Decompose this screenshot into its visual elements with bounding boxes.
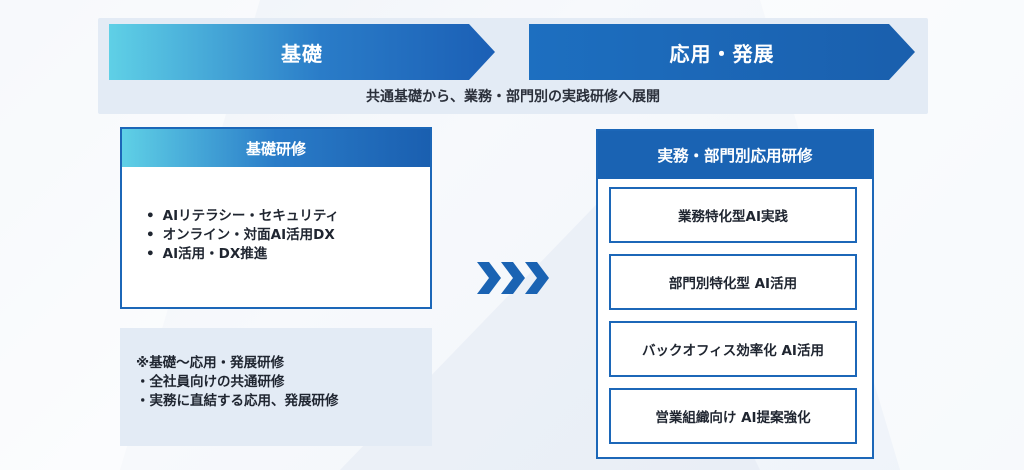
practical-item: 営業組織向け AI提案強化 [609, 388, 857, 444]
basic-training-list: AIリテラシー・セキュリティ オンライン・対面AI活用DX AI活用・DX推進 [122, 167, 430, 264]
practical-training-panel: 実務・部門別応用研修 業務特化型AI実践 部門別特化型 AI活用 バックオフィス… [596, 129, 874, 459]
note-line: ※基礎～応用・発展研修 [136, 355, 285, 371]
practical-training-title: 実務・部門別応用研修 [598, 131, 872, 179]
practical-item: 業務特化型AI実践 [609, 187, 857, 243]
basic-training-title: 基礎研修 [122, 129, 430, 167]
chevron-right-icon [477, 262, 549, 294]
basic-phase-label: 基礎 [281, 41, 323, 66]
practical-item: バックオフィス効率化 AI活用 [609, 321, 857, 377]
advanced-phase-label: 応用・発展 [669, 41, 775, 66]
practical-item: 部門別特化型 AI活用 [609, 254, 857, 310]
list-item: オンライン・対面AI活用DX [146, 226, 430, 245]
list-item: AIリテラシー・セキュリティ [146, 207, 430, 226]
basic-phase-arrow: 基礎 [109, 24, 495, 80]
note-line: ・実務に直結する応用、発展研修 [136, 393, 339, 409]
note-line: ・全社員向けの共通研修 [136, 374, 285, 390]
list-item: AI活用・DX推進 [146, 245, 430, 264]
phase-caption: 共通基礎から、業務・部門別の実践研修へ展開 [366, 89, 660, 105]
advanced-phase-arrow: 応用・発展 [529, 24, 915, 80]
basic-training-card: 基礎研修 AIリテラシー・セキュリティ オンライン・対面AI活用DX AI活用・… [120, 127, 432, 309]
note-box: ※基礎～応用・発展研修 ・全社員向けの共通研修 ・実務に直結する応用、発展研修 [120, 328, 432, 446]
